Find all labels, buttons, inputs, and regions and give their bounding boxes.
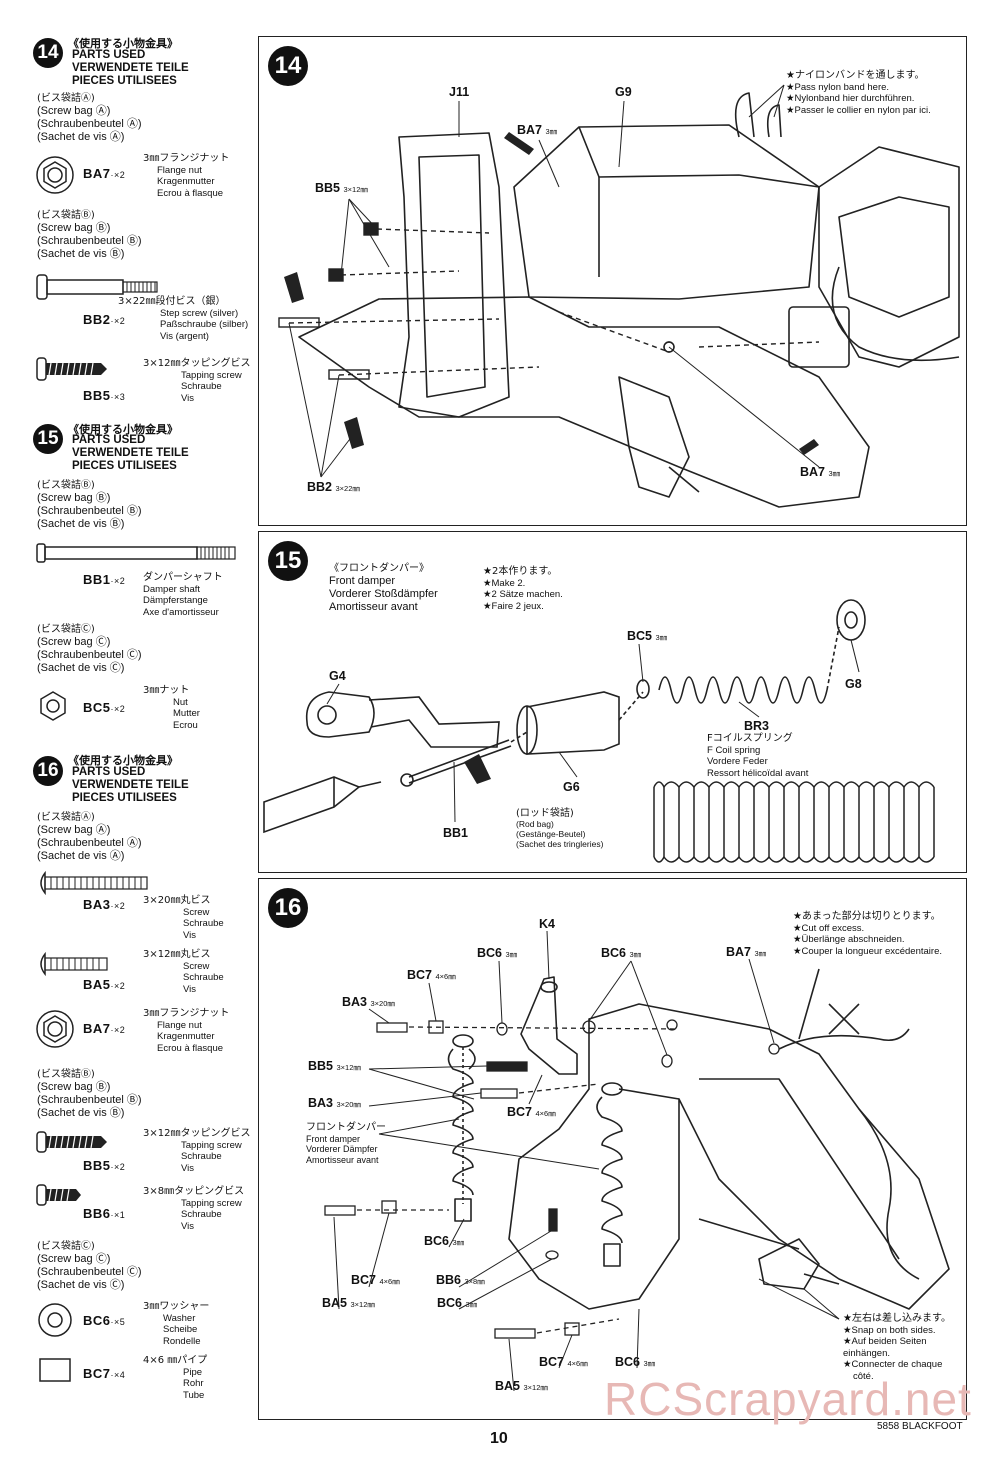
label-bc6-a: BC6 3㎜ [477, 946, 518, 960]
tapping-screw-icon [36, 1131, 107, 1153]
label-j11: J11 [449, 85, 470, 99]
label-bc6-b: BC6 3㎜ [601, 946, 642, 960]
flange-nut-icon [36, 1010, 74, 1048]
watermark: RCScrapyard.net [604, 1373, 972, 1425]
s14-bb2-desc: 3×22㎜段付ビス（銀）Step screw (silver)Paßschrau… [118, 296, 249, 342]
step-screw-icon [36, 274, 158, 300]
label-bb1: BB1 [443, 826, 469, 840]
s15-bb1-code: BB1·×2 [83, 572, 126, 587]
s16-ba7-code: BA7·×2 [83, 1021, 126, 1036]
label-bb2: BB2 3×22㎜ [307, 480, 360, 494]
label-ba3-b: BA3 3×20㎜ [308, 1096, 361, 1110]
pipe-icon [39, 1358, 71, 1382]
nylon-band-note: ★ナイロンバンドを通します。★Pass nylon band here.★Nyl… [786, 70, 931, 116]
snap-both-sides-note: ★左右は差し込みます。★Snap on both sides.★Auf beid… [843, 1313, 951, 1382]
label-g8: G8 [845, 677, 862, 691]
step-14-badge: 14 [33, 38, 63, 68]
s16-bb6-code: BB6·×1 [83, 1206, 126, 1221]
s14-ba7-code: BA7·×2 [83, 166, 126, 181]
s14-bb5-code: BB5·×3 [83, 388, 126, 403]
label-bb5: BB5 3×12㎜ [308, 1059, 361, 1073]
s16-bc6-code: BC6·×5 [83, 1313, 126, 1328]
label-bc6-e: BC6 3㎜ [615, 1355, 656, 1369]
s15-bag-c: (ビス袋詰Ⓒ)(Screw bag Ⓒ)(Schraubenbeutel Ⓒ)(… [37, 624, 142, 674]
label-br3: BR3 [744, 719, 770, 733]
label-bc6-d: BC6 3㎜ [437, 1296, 478, 1310]
label-ba7: BA7 3㎜ [726, 945, 767, 959]
hex-nut-icon [40, 691, 66, 721]
round-screw-short-icon [40, 951, 108, 977]
step-14-panel: 14 ★ナイロンバンドを通します。★Pass nylon band here.★… [258, 36, 967, 526]
front-suspension-drawing [324, 930, 950, 1392]
cut-excess-note: ★あまった部分は切りとります。★Cut off excess.★Überläng… [793, 911, 942, 957]
flange-nut-icon [36, 156, 74, 194]
s16-jp-header: 《使用する小物金具》 [68, 754, 178, 767]
step-14-number: 14 [268, 46, 308, 86]
label-bc7-b: BC7 4×6㎜ [507, 1105, 556, 1119]
label-bb5: BB5 3×12㎜ [315, 181, 368, 195]
front-damper-drawing [263, 599, 935, 863]
label-bc5: BC5 3㎜ [627, 629, 668, 643]
s14-bb2-code: BB2·×2 [83, 312, 126, 327]
step-16-panel: 16 ★あまった部分は切りとります。★Cut off excess.★Überl… [258, 878, 967, 1420]
label-ba7-top: BA7 3㎜ [517, 123, 558, 137]
s14-bag-b: (ビス袋詰Ⓑ)(Screw bag Ⓑ)(Schraubenbeutel Ⓑ)(… [37, 210, 142, 260]
chassis-front-assembly-drawing [278, 84, 960, 508]
s16-ba5-code: BA5·×2 [83, 977, 126, 992]
label-bc7-d: BC7 4×6㎜ [539, 1355, 588, 1369]
label-ba3-a: BA3 3×20㎜ [342, 995, 395, 1009]
make-two-note: ★2本作ります。★Make 2.★2 Sätze machen.★Faire 2… [483, 566, 563, 612]
label-g4: G4 [329, 669, 346, 683]
label-bc7-a: BC7 4×6㎜ [407, 968, 456, 982]
label-ba5-a: BA5 3×12㎜ [322, 1296, 375, 1310]
label-k4: K4 [539, 917, 555, 931]
step-15-badge: 15 [33, 424, 63, 454]
s15-jp-header: 《使用する小物金具》 [68, 423, 178, 436]
rod-bag-label: (ロッド袋詰)(Rod bag)(Gestänge-Beutel)(Sachet… [516, 808, 604, 850]
s14-bag-a: (ビス袋詰Ⓐ)(Screw bag Ⓐ)(Schraubenbeutel Ⓐ)(… [37, 93, 142, 143]
round-screw-long-icon [40, 870, 148, 896]
page-number: 10 [490, 1430, 508, 1447]
short-tapping-screw-icon [36, 1184, 81, 1206]
label-bc6-c: BC6 3㎜ [424, 1234, 465, 1248]
tapping-screw-icon [36, 357, 107, 381]
s16-bag-c: (ビス袋詰Ⓒ)(Screw bag Ⓒ)(Schraubenbeutel Ⓒ)(… [37, 1241, 142, 1291]
label-ba7-bottom: BA7 3㎜ [800, 465, 841, 479]
s15-bag-b: (ビス袋詰Ⓑ)(Screw bag Ⓑ)(Schraubenbeutel Ⓑ)(… [37, 480, 142, 530]
footer-model: 5858 BLACKFOOT [877, 1421, 963, 1432]
s16-bag-b: (ビス袋詰Ⓑ)(Screw bag Ⓑ)(Schraubenbeutel Ⓑ)(… [37, 1069, 142, 1119]
s16-bag-a: (ビス袋詰Ⓐ)(Screw bag Ⓐ)(Schraubenbeutel Ⓐ)(… [37, 812, 142, 862]
label-g9: G9 [615, 85, 632, 99]
washer-icon [38, 1303, 72, 1337]
s16-bb5-code: BB5·×2 [83, 1158, 126, 1173]
s16-ba3-code: BA3·×2 [83, 897, 126, 912]
step-16-badge: 16 [33, 756, 63, 786]
label-g6: G6 [563, 780, 580, 794]
label-bb6: BB6 3×8㎜ [436, 1273, 485, 1287]
s15-bc5-code: BC5·×2 [83, 700, 126, 715]
step-16-number: 16 [268, 888, 308, 928]
s14-jp-header: 《使用する小物金具》 [68, 37, 178, 50]
s16-bc7-code: BC7·×4 [83, 1366, 126, 1381]
step-15-number: 15 [268, 541, 308, 581]
damper-shaft-icon [36, 543, 236, 563]
